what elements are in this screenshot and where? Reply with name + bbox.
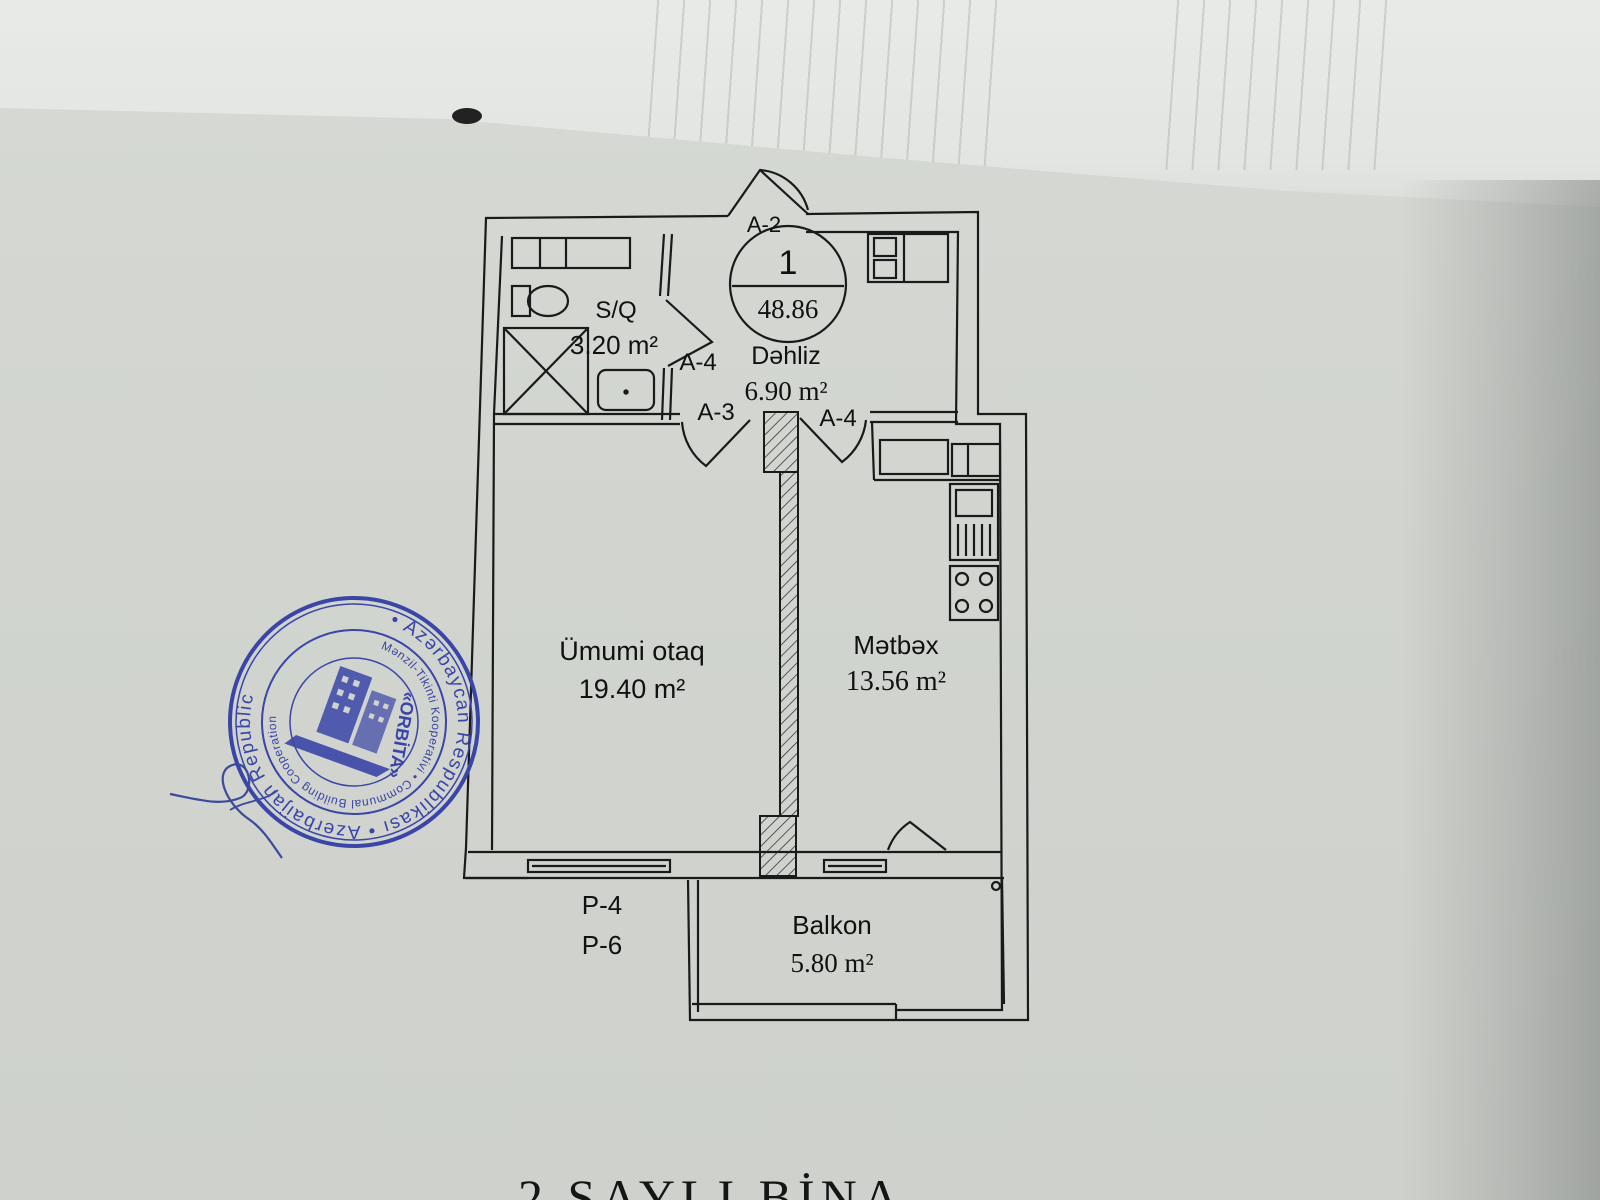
shadow bbox=[1400, 180, 1600, 1200]
door-label: A-3 bbox=[697, 399, 734, 426]
total-area: 48.86 bbox=[758, 294, 819, 324]
official-stamp: • Azərbaycan Respublikası • Azerbaijan R… bbox=[226, 594, 482, 850]
kitchen-cabinet bbox=[878, 438, 1002, 478]
door-kitchen bbox=[799, 417, 868, 464]
plan-sheet bbox=[0, 108, 1600, 1200]
door-label: A-4 bbox=[679, 349, 716, 376]
room-name: Dəhliz bbox=[751, 342, 820, 370]
toilet bbox=[510, 284, 570, 318]
window bbox=[526, 858, 672, 874]
apartment-marker bbox=[728, 224, 848, 344]
room-area: 19.40 m² bbox=[579, 674, 686, 704]
window-label: P-4 bbox=[582, 890, 622, 920]
window-label: P-6 bbox=[582, 930, 622, 960]
room-name: Balkon bbox=[792, 910, 872, 940]
stove bbox=[948, 564, 1000, 622]
room-area: 3.20 m² bbox=[570, 330, 658, 360]
door-entrance bbox=[727, 168, 810, 217]
stamp-building-emblem bbox=[284, 665, 397, 778]
room-area: 6.90 m² bbox=[744, 376, 827, 406]
room-area: 5.80 m² bbox=[790, 948, 873, 978]
apartment-number: 1 bbox=[779, 244, 798, 282]
balcony-drain bbox=[990, 880, 1002, 892]
door-label: A-4 bbox=[819, 405, 856, 432]
room-area: 13.56 m² bbox=[846, 666, 946, 697]
door-bathroom bbox=[665, 299, 714, 367]
room-name: S/Q bbox=[595, 297, 636, 324]
door-label: A-2 bbox=[747, 212, 781, 237]
bathtub bbox=[510, 236, 632, 270]
fridge bbox=[866, 232, 950, 284]
door-living-room bbox=[680, 419, 751, 468]
washbasin bbox=[596, 368, 656, 412]
building-title: 2 SAYLI BİNA bbox=[518, 1169, 905, 1200]
window bbox=[822, 858, 888, 874]
outer-wall bbox=[462, 210, 1030, 1022]
sink bbox=[948, 482, 1000, 562]
room-name: Mətbəx bbox=[853, 630, 938, 660]
shower-tray bbox=[502, 326, 590, 416]
binder-hole bbox=[452, 108, 482, 124]
signature bbox=[169, 763, 283, 859]
room-name: Ümumi otaq bbox=[559, 636, 705, 666]
door-balcony bbox=[886, 820, 947, 851]
partition-wall bbox=[759, 411, 799, 877]
